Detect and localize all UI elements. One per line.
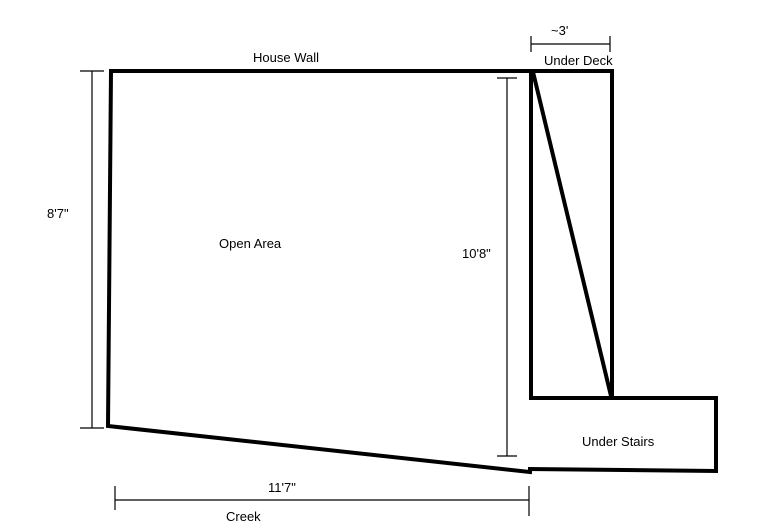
under-stairs-label: Under Stairs	[582, 434, 655, 449]
deck-width-dimension	[530, 36, 611, 52]
left-height-dimension	[80, 70, 104, 429]
bottom-width-label: 11'7"	[268, 480, 296, 495]
under-stairs-outline	[527, 396, 718, 474]
deck-width-label: ~3'	[551, 23, 568, 38]
house-wall-label: House Wall	[253, 50, 319, 65]
open-area-label: Open Area	[219, 236, 282, 251]
under-deck-outline	[529, 69, 614, 400]
under-deck-diagonal	[530, 69, 614, 399]
inner-height-label: 10'8"	[462, 246, 491, 261]
under-deck-label: Under Deck	[544, 53, 613, 68]
creek-label: Creek	[226, 509, 261, 524]
open-area-outline	[105, 69, 614, 475]
bottom-width-dimension	[114, 486, 530, 516]
inner-height-dimension	[497, 77, 517, 457]
left-height-label: 8'7"	[47, 206, 69, 221]
